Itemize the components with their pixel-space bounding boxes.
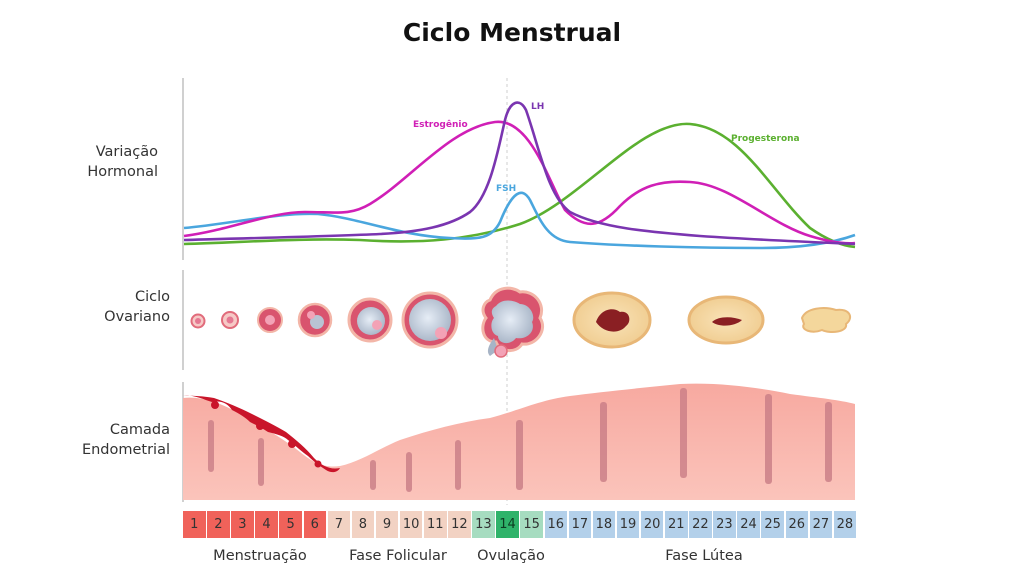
day-cell: 22 bbox=[689, 511, 712, 538]
row-label-ovarian-line2: Ovariano bbox=[104, 309, 170, 325]
fsh-label: FSH bbox=[496, 184, 516, 194]
day-cell: 23 bbox=[713, 511, 736, 538]
separator-hormonal bbox=[182, 78, 184, 260]
row-label-hormonal-line1: Variação bbox=[95, 144, 158, 160]
estrogen-label: Estrogênio bbox=[413, 119, 468, 130]
follicle-graafian bbox=[401, 291, 459, 349]
follicle-antral bbox=[347, 297, 393, 343]
phase-label-luteal: Fase Lútea bbox=[665, 548, 743, 564]
day-cell: 15 bbox=[520, 511, 543, 538]
row-label-hormonal: Variação Hormonal bbox=[0, 142, 158, 182]
day-cell: 25 bbox=[761, 511, 784, 538]
corpus-luteum-mid bbox=[687, 295, 765, 345]
day-cell: 8 bbox=[351, 511, 375, 538]
day-cell: 14 bbox=[496, 511, 519, 538]
row-label-endometrial: Camada Endometrial bbox=[0, 420, 170, 460]
blood-drop bbox=[314, 460, 322, 468]
day-cell: 17 bbox=[568, 511, 592, 538]
row-label-hormonal-line2: Hormonal bbox=[87, 164, 158, 180]
day-cell: 12 bbox=[448, 511, 471, 538]
corpus-luteum-early bbox=[572, 291, 652, 349]
row-label-endometrial-line2: Endometrial bbox=[81, 442, 170, 458]
endometrial-glands bbox=[208, 388, 832, 492]
day-cell: 11 bbox=[424, 511, 447, 538]
day-cell: 5 bbox=[279, 511, 302, 538]
day-cell: 2 bbox=[207, 511, 230, 538]
lh-curve bbox=[183, 101, 856, 246]
blood-drop bbox=[288, 440, 296, 448]
progesterone-curve bbox=[183, 122, 856, 249]
row-label-endometrial-line1: Camada bbox=[109, 422, 170, 438]
day-cell: 9 bbox=[375, 511, 399, 538]
fsh-curve bbox=[183, 191, 856, 250]
day-cell: 6 bbox=[303, 511, 326, 538]
day-cell: 10 bbox=[399, 511, 423, 538]
day-cell: 21 bbox=[665, 511, 688, 538]
corpus-albicans bbox=[800, 307, 852, 333]
follicle-primordial-2 bbox=[221, 311, 239, 329]
blood-drop bbox=[256, 422, 264, 430]
day-cell: 18 bbox=[592, 511, 616, 538]
follicle-primary bbox=[257, 307, 283, 333]
hormone-curves: Estrogênio LH FSH Progesterona bbox=[183, 101, 856, 250]
ovarian-cycle bbox=[190, 286, 852, 358]
day-cell: 3 bbox=[231, 511, 254, 538]
ruptured-follicle bbox=[481, 286, 545, 358]
day-cell: 7 bbox=[327, 511, 351, 538]
row-label-ovarian: Ciclo Ovariano bbox=[0, 287, 170, 327]
day-cell: 24 bbox=[737, 511, 760, 538]
follicle-primordial-1 bbox=[190, 313, 206, 329]
lh-label: LH bbox=[531, 102, 544, 112]
phase-label-menstruation: Menstruação bbox=[213, 548, 307, 564]
day-cell: 26 bbox=[785, 511, 808, 538]
day-cell: 19 bbox=[616, 511, 640, 538]
day-cell: 27 bbox=[809, 511, 833, 538]
day-cell: 28 bbox=[833, 511, 857, 538]
estrogen-curve bbox=[183, 120, 856, 245]
progesterone-label: Progesterona bbox=[731, 134, 800, 144]
day-cell: 1 bbox=[183, 511, 206, 538]
follicle-secondary bbox=[297, 302, 333, 338]
day-cell: 4 bbox=[255, 511, 278, 538]
phase-label-ovulation: Ovulação bbox=[477, 548, 545, 564]
phase-label-follicular: Fase Folicular bbox=[349, 548, 447, 564]
page-title: Ciclo Menstrual bbox=[402, 18, 622, 47]
separator-ovarian bbox=[182, 270, 184, 370]
day-cell: 16 bbox=[544, 511, 567, 538]
day-cell: 13 bbox=[472, 511, 495, 538]
blood-drop bbox=[211, 401, 219, 409]
row-label-ovarian-line1: Ciclo bbox=[134, 289, 170, 305]
day-cell: 20 bbox=[640, 511, 664, 538]
endometrial-layer bbox=[183, 383, 855, 500]
